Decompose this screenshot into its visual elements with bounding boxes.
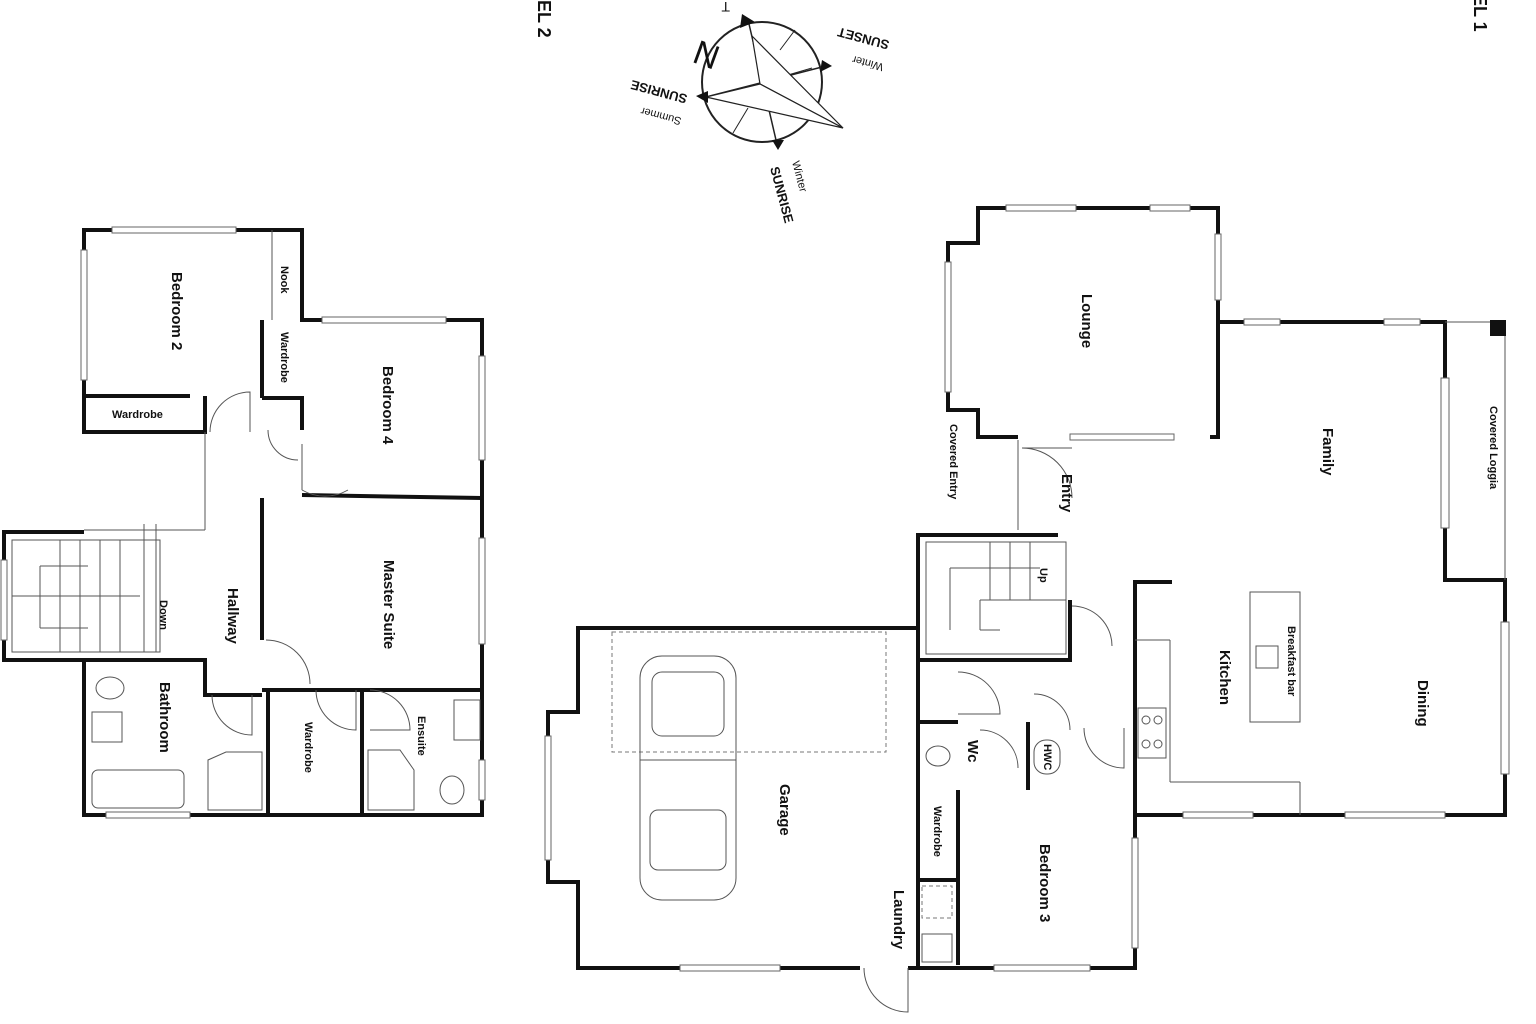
- compass-top-label: T: [721, 0, 730, 15]
- compass-arrow-east-icon: [820, 60, 832, 72]
- level-1-plan: Lounge Covered Entry Entry Family Covere…: [544, 204, 1510, 1013]
- compass-rose: N T Winter SUNSET Summer SUNRISE Winter …: [629, 0, 891, 225]
- winter-sunrise-label: Winter: [789, 160, 809, 194]
- room-label-wc: Wc: [964, 740, 981, 763]
- winter-sunset-label: Winter: [851, 53, 885, 73]
- room-label-family: Family: [1319, 428, 1336, 476]
- label-hwc: HWC: [1041, 744, 1053, 770]
- compass-arrow-north-icon: [740, 14, 755, 28]
- room-label-garage: Garage: [776, 784, 793, 836]
- summer-sunrise-heading: SUNRISE: [629, 77, 689, 107]
- room-label-laundry: Laundry: [890, 890, 907, 950]
- level-2-label: EL 2: [534, 0, 554, 38]
- door-swing[interactable]: [267, 429, 299, 461]
- room-label-dining: Dining: [1414, 680, 1431, 727]
- shower: [367, 749, 415, 811]
- room-label-wardrobe: Wardrobe: [278, 332, 290, 383]
- label-breakfast-bar: Breakfast bar: [1285, 626, 1297, 697]
- room-label-wardrobe: Wardrobe: [302, 722, 314, 773]
- door-swing[interactable]: [979, 729, 1019, 769]
- door-swing[interactable]: [209, 391, 251, 433]
- staircase-level2: [11, 524, 161, 653]
- cooktop: [1137, 707, 1167, 759]
- door-swing[interactable]: [1083, 727, 1125, 769]
- winter-sunset-heading: SUNSET: [836, 24, 891, 52]
- bathtub: [91, 769, 185, 809]
- storage-area: [611, 631, 887, 753]
- breakfast-bar: [1249, 591, 1301, 723]
- room-label-lounge: Lounge: [1078, 294, 1095, 348]
- room-label-ensuite: Ensuite: [415, 716, 427, 756]
- door-swing[interactable]: [301, 444, 349, 497]
- laundry-tub: [921, 933, 953, 963]
- staircase-level1: [925, 541, 1067, 655]
- toilet: [925, 745, 951, 767]
- hwc-tank: [1033, 739, 1061, 775]
- room-label-kitchen: Kitchen: [1216, 650, 1233, 705]
- room-label-wardrobe: Wardrobe: [112, 409, 163, 421]
- toilet: [95, 676, 125, 700]
- basin: [453, 699, 481, 741]
- room-label-bathroom: Bathroom: [156, 682, 173, 753]
- door-swing[interactable]: [1071, 605, 1113, 647]
- toilet: [439, 775, 465, 805]
- column: [1490, 320, 1506, 336]
- room-label-wardrobe: Wardrobe: [931, 806, 943, 857]
- room-label-hallway: Hallway: [224, 588, 241, 645]
- room-label-bedroom-2: Bedroom 2: [168, 272, 185, 350]
- door-swing[interactable]: [265, 639, 311, 685]
- room-label-covered-entry: Covered Entry: [947, 424, 959, 500]
- car-outline: [639, 655, 737, 901]
- summer-sunrise-label: Summer: [639, 104, 683, 126]
- compass-arrow-south-icon: [772, 140, 784, 150]
- compass-arrow-west-icon: [696, 91, 708, 103]
- door-swing[interactable]: [957, 671, 1001, 715]
- room-label-bedroom-3: Bedroom 3: [1036, 844, 1053, 922]
- door-swing[interactable]: [369, 689, 411, 731]
- room-label-entry: Entry: [1058, 474, 1075, 513]
- room-label-nook: Nook: [278, 266, 290, 294]
- door-swing[interactable]: [315, 689, 357, 731]
- door-swing[interactable]: [1021, 447, 1073, 499]
- basin: [91, 711, 123, 743]
- shower: [207, 751, 263, 811]
- door-swing[interactable]: [863, 967, 909, 1013]
- stair-label-up: Up: [1037, 568, 1049, 583]
- door-swing[interactable]: [1033, 693, 1071, 731]
- stair-label-down: Down: [157, 600, 169, 630]
- level-1-label: EL 1: [1470, 0, 1490, 32]
- washer: [921, 885, 953, 919]
- level-2-plan: Bedroom 2 Nook Wardrobe Bedroom 4 Wardro…: [0, 226, 486, 819]
- room-label-covered-loggia: Covered Loggia: [1487, 406, 1499, 490]
- door-swing[interactable]: [211, 694, 253, 736]
- room-label-master-suite: Master Suite: [380, 560, 397, 649]
- room-label-bedroom-4: Bedroom 4: [379, 366, 396, 445]
- sink: [1255, 645, 1279, 669]
